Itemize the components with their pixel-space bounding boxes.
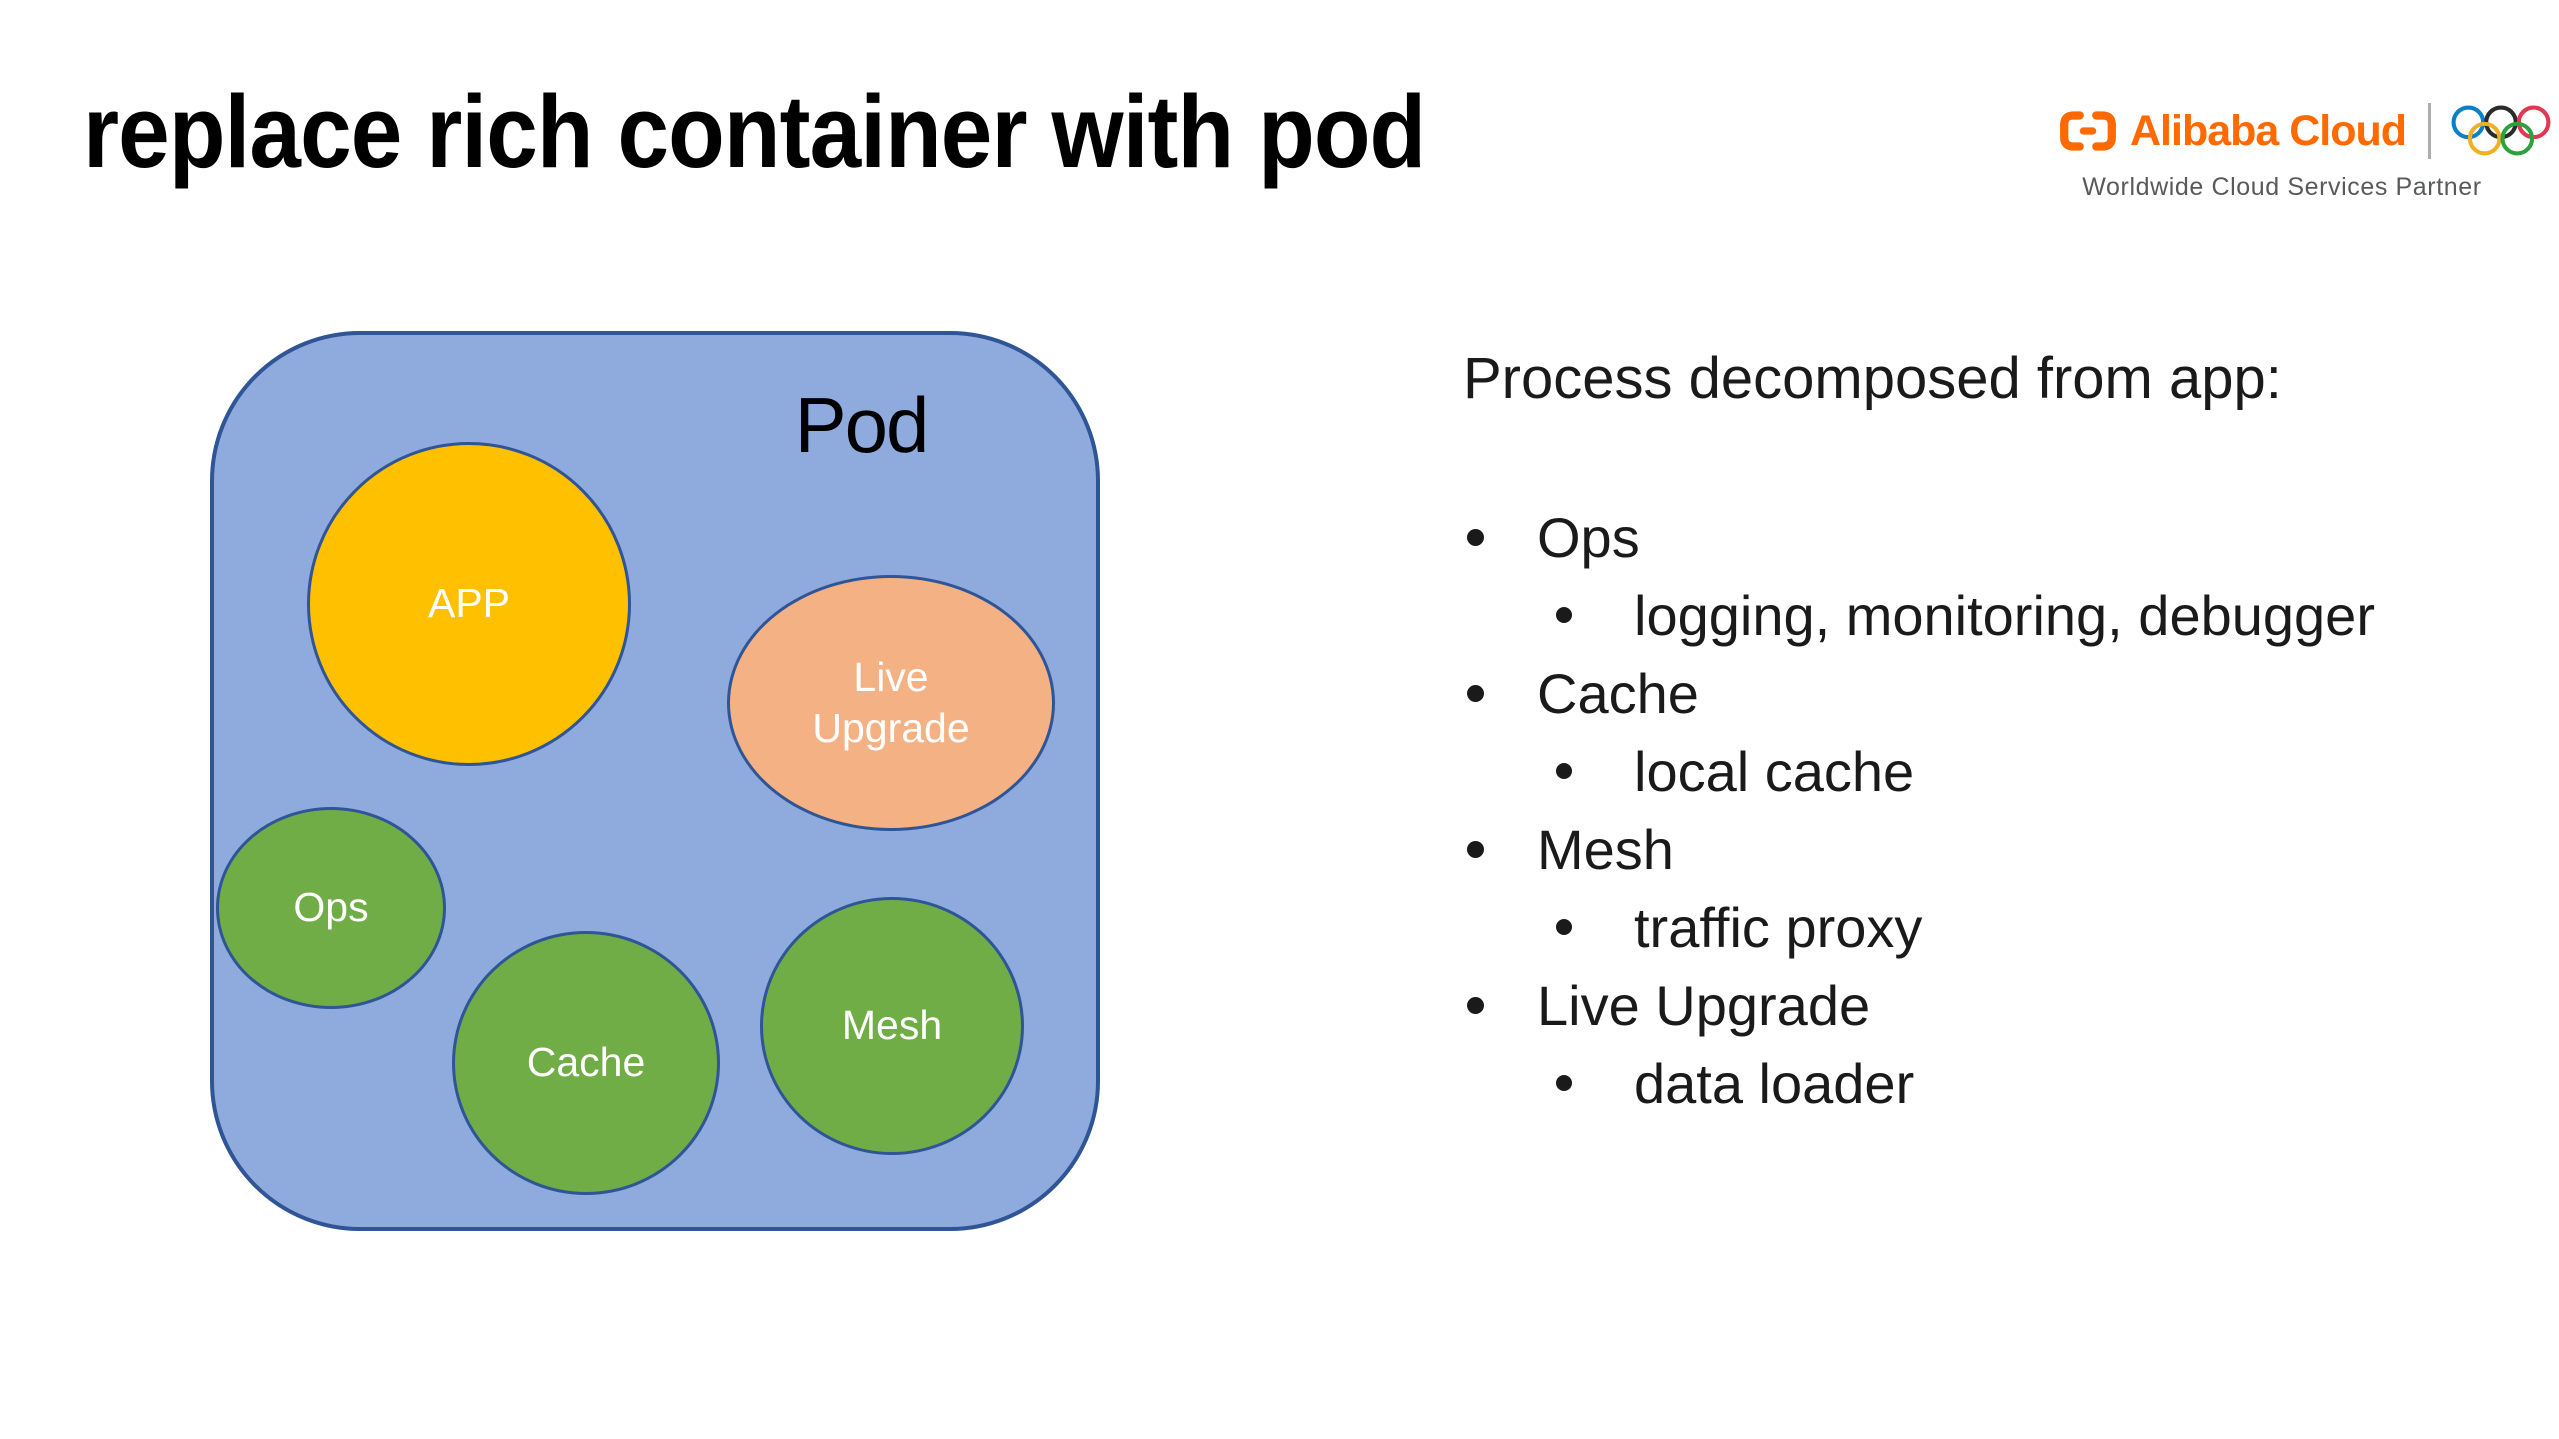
node-live-upgrade-label: Live Upgrade — [812, 653, 970, 751]
list-subitem-live-upgrade: data loader — [1460, 1044, 2520, 1122]
list-item-ops: Ops — [1460, 498, 2520, 576]
node-app-label: APP — [427, 580, 511, 627]
page-title: replace rich container with pod — [83, 74, 1426, 189]
list-item-label: Mesh — [1537, 817, 1674, 881]
bullet-dot — [1556, 919, 1572, 935]
olympic-rings-icon — [2451, 105, 2551, 155]
notes-list: Ops logging, monitoring, debugger Cache … — [1460, 498, 2520, 1122]
node-cache-label: Cache — [526, 1039, 646, 1086]
list-subitem-cache: local cache — [1460, 732, 2520, 810]
list-subitem-label: local cache — [1634, 739, 1915, 803]
node-live-upgrade: Live Upgrade — [727, 575, 1055, 831]
list-subitem-label: logging, monitoring, debugger — [1634, 583, 2375, 647]
node-ops: Ops — [216, 807, 446, 1009]
logo-row: Alibaba Cloud — [2058, 98, 2551, 164]
list-item-mesh: Mesh — [1460, 810, 2520, 888]
pod-container-shape: Pod APP Live Upgrade Ops Cache Mesh — [210, 331, 1100, 1231]
logo-divider — [2428, 103, 2432, 159]
pod-label: Pod — [794, 381, 930, 469]
bullet-dot — [1556, 607, 1572, 623]
node-cache: Cache — [452, 931, 720, 1195]
list-item-live-upgrade: Live Upgrade — [1460, 966, 2520, 1044]
bullet-dot — [1556, 763, 1572, 779]
bullet-dot — [1467, 528, 1484, 546]
bullet-dot — [1467, 684, 1484, 702]
list-subitem-mesh: traffic proxy — [1460, 888, 2520, 966]
brand-name: Alibaba Cloud — [2130, 106, 2407, 155]
node-mesh: Mesh — [760, 897, 1024, 1155]
list-item-label: Ops — [1537, 505, 1640, 569]
logo-tagline: Worldwide Cloud Services Partner — [2082, 173, 2482, 201]
node-app: APP — [307, 442, 631, 766]
alibaba-cloud-mark-icon — [2060, 111, 2116, 151]
notes-heading: Process decomposed from app: — [1463, 346, 2282, 411]
node-ops-label: Ops — [293, 884, 369, 931]
bullet-dot — [1467, 996, 1484, 1014]
list-subitem-label: data loader — [1634, 1051, 1915, 1115]
node-mesh-label: Mesh — [841, 1002, 943, 1049]
alibaba-cloud-logo: Alibaba Cloud Worldwide Cloud Services P… — [2058, 98, 2551, 202]
list-item-label: Cache — [1537, 661, 1699, 725]
list-subitem-ops: logging, monitoring, debugger — [1460, 576, 2520, 654]
list-subitem-label: traffic proxy — [1634, 895, 1923, 959]
bullet-dot — [1556, 1075, 1572, 1091]
bullet-dot — [1467, 840, 1484, 858]
list-item-label: Live Upgrade — [1537, 973, 1871, 1037]
list-item-cache: Cache — [1460, 654, 2520, 732]
